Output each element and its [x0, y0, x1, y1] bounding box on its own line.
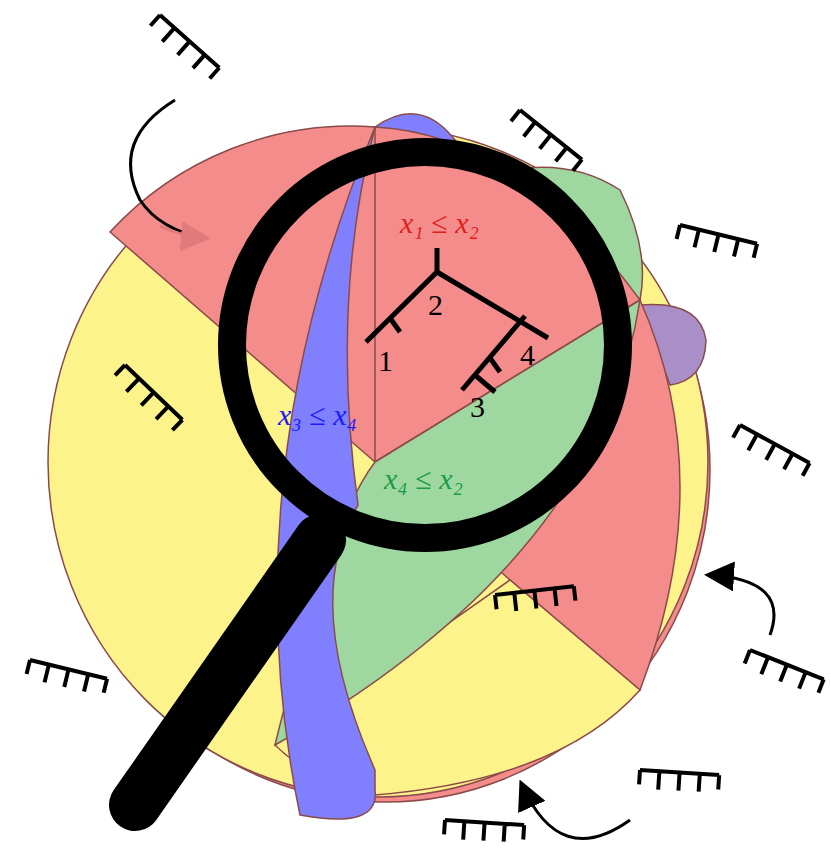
constraint-label: x₁ ≤ x₂: [400, 208, 479, 238]
leaf-number: 2: [428, 290, 443, 320]
leaf-number: 4: [520, 340, 535, 370]
constraint-label: x₃ ≤ x₄: [278, 400, 357, 430]
constraint-label: x₄ ≤ x₂: [384, 464, 463, 494]
leaf-number: 1: [378, 346, 393, 376]
leaf-number: 3: [470, 392, 485, 422]
